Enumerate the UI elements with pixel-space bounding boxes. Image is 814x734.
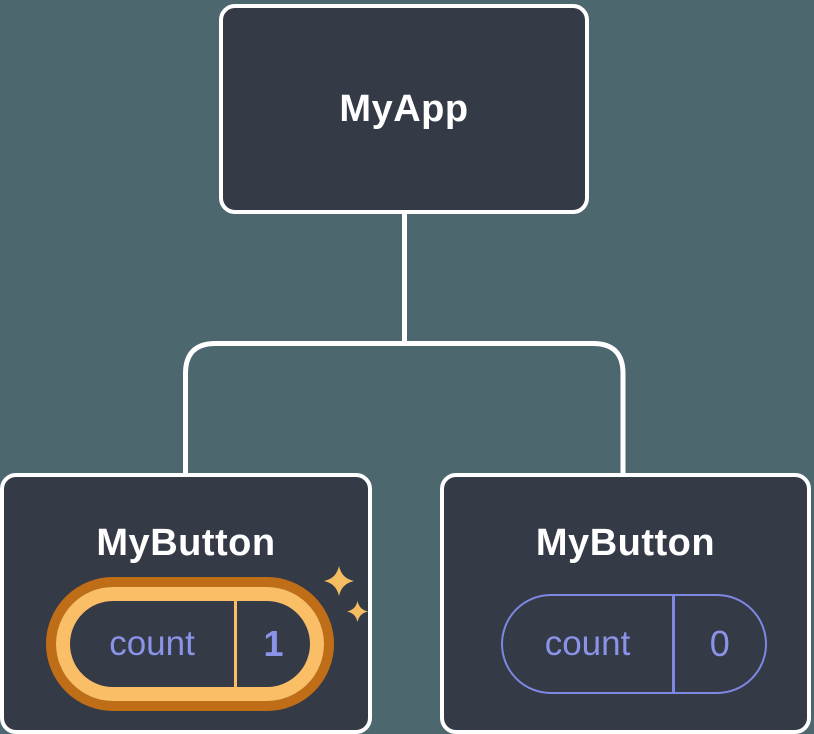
state-value-cell: 0 bbox=[675, 596, 766, 692]
node-label: MyApp bbox=[339, 87, 469, 130]
sparkle-icon bbox=[324, 566, 354, 596]
state-pill: count 0 bbox=[501, 594, 767, 694]
component-node-myapp: MyApp bbox=[219, 4, 589, 214]
state-value-cell: 1 bbox=[237, 601, 310, 687]
state-pill-inner: count 1 bbox=[56, 587, 324, 701]
pill-divider bbox=[672, 596, 675, 692]
connector-branch bbox=[183, 341, 626, 475]
state-name: count bbox=[109, 624, 195, 663]
state-value: 1 bbox=[263, 623, 284, 664]
component-node-mybutton-left: MyButton count 1 bbox=[0, 473, 372, 734]
pill-divider bbox=[234, 601, 237, 687]
node-label: MyButton bbox=[535, 522, 716, 564]
state-name-cell: count bbox=[503, 596, 672, 692]
node-label: MyButton bbox=[96, 522, 276, 564]
state-pill-highlighted: count 1 bbox=[46, 577, 334, 711]
state-name: count bbox=[544, 624, 631, 663]
state-name-cell: count bbox=[70, 601, 234, 687]
state-value: 0 bbox=[709, 623, 730, 664]
component-node-mybutton-right: MyButton count 0 bbox=[440, 473, 811, 734]
sparkle-icon bbox=[347, 601, 368, 622]
